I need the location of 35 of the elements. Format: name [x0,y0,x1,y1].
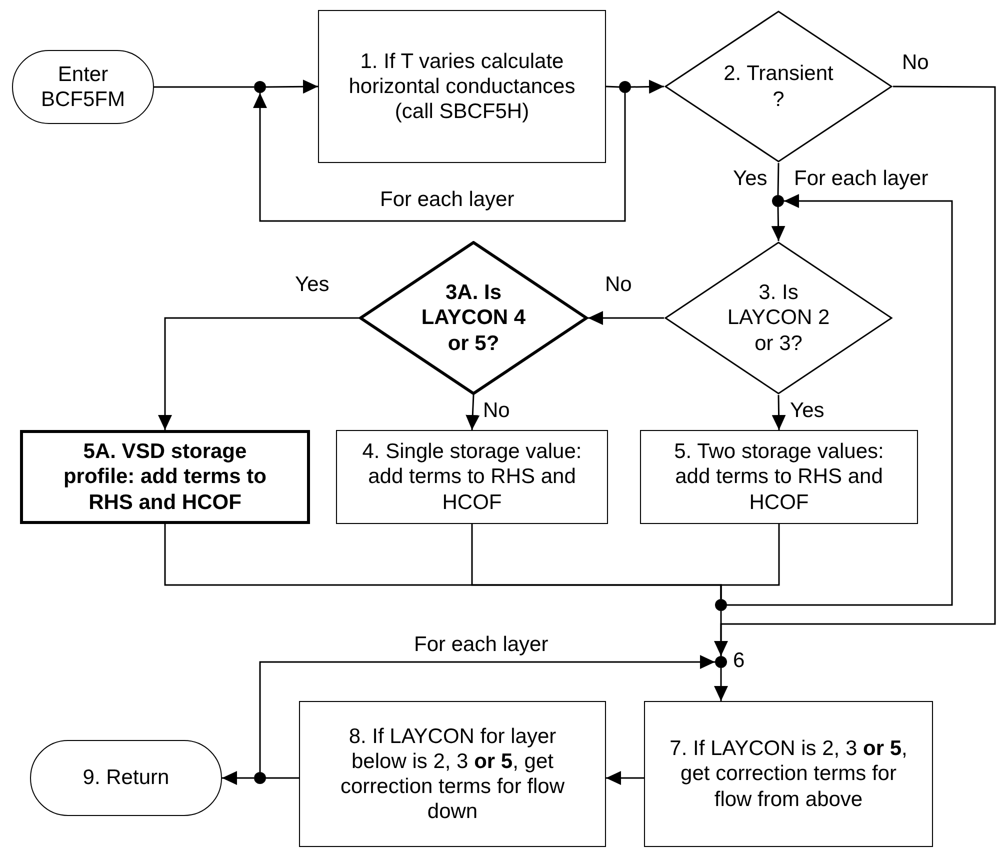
arrow [771,206,786,242]
arrow [259,655,715,772]
decision-diamond [664,10,893,163]
process-box [644,701,933,847]
arrow [588,311,664,325]
step-number: 6 [733,648,745,674]
step-label: 7. If LAYCON is 2, 3 or 5, get correction terms for flow from above [668,736,908,812]
arrow [714,668,728,701]
decision-label: 3A. Is LAYCON 4 or 5? [420,280,527,356]
decision-label: 2. Transient ? [724,61,834,112]
arrow [158,317,359,430]
decision-label: 3. Is LAYCON 2 or 3? [726,280,831,356]
step-label: 4. Single storage value: add terms to RHS and HCOF [362,439,582,515]
decision-diamond [664,241,893,395]
arrow [606,771,644,785]
step-label: 5. Two storage values: add terms to RHS and HCOF [673,439,885,515]
arrow [727,194,953,606]
decision-diamond [359,241,588,395]
step-label: Enter BCF5FM [40,62,126,112]
process-box [20,430,310,524]
process-box [318,10,606,163]
arrow [222,771,254,785]
arrow [772,394,786,430]
process-box [640,430,918,524]
arrow [266,80,318,94]
arrow [714,86,996,656]
arrow [466,394,480,430]
step-label: 9. Return [82,765,170,791]
arrow [630,80,664,94]
process-box [299,701,606,847]
arrow [253,93,626,222]
step-label: 1. If T varies calculate horizontal conductances (call SBCF5H) [348,48,576,124]
step-label: 8. If LAYCON for layer below is 2, 3 or 5, get correction terms for flow down [339,724,566,824]
step-label: 5A. VSD storage profile: add terms to RHS and HCOF [62,439,268,515]
process-box [336,430,608,524]
